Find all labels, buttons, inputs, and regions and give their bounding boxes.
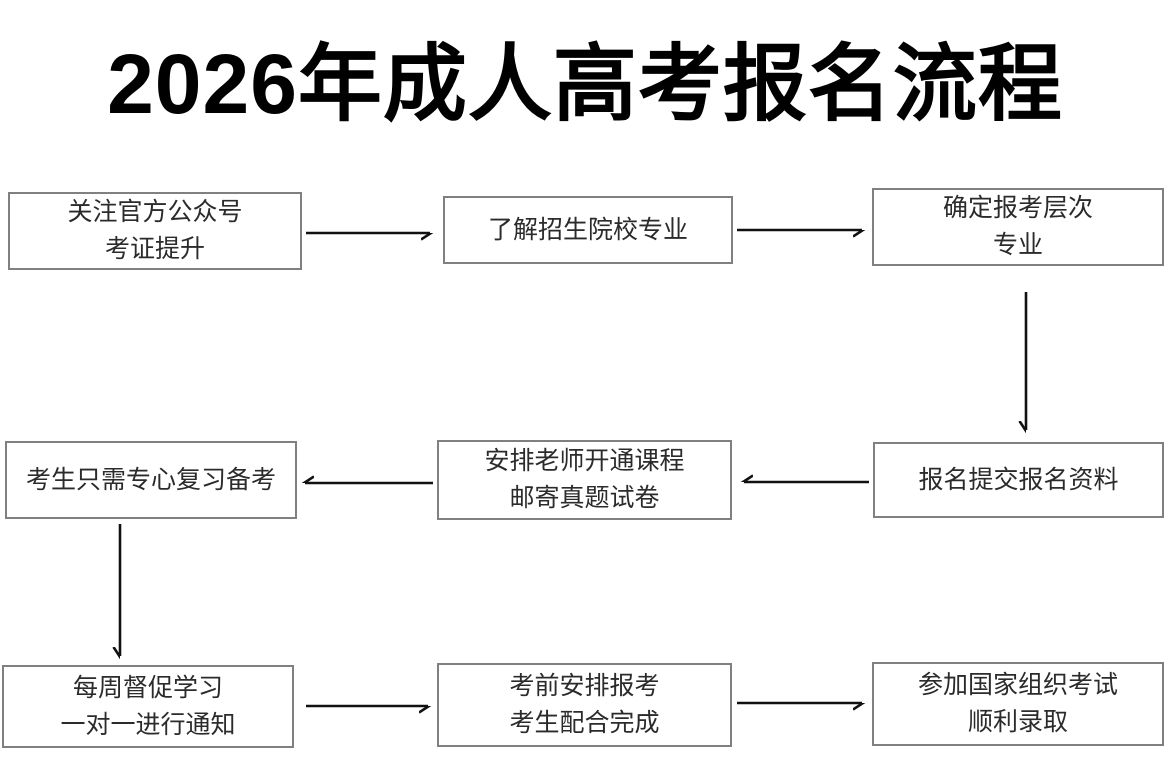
flow-step-focus-on-review: 考生只需专心复习备考: [5, 441, 297, 519]
flow-step-choose-level-major: 确定报考层次 专业: [872, 188, 1164, 266]
node-text-line: 每周督促学习: [72, 673, 223, 702]
page-title: 2026年成人高考报名流程: [107, 37, 1063, 131]
node-text-line: 考生配合完成: [509, 709, 660, 737]
node-text-line: 一对一进行通知: [60, 710, 236, 739]
node-text-line: 确定报考层次: [942, 194, 1093, 222]
flow-step-weekly-supervision: 每周督促学习 一对一进行通知: [2, 665, 294, 748]
node-text-line: 考前安排报考: [509, 672, 660, 700]
node-text-line: 顺利录取: [967, 708, 1068, 736]
flow-step-take-exam-admitted: 参加国家组织考试 顺利录取: [872, 662, 1164, 746]
flow-step-follow-official-account: 关注官方公众号 考证提升: [8, 192, 302, 270]
flow-step-submit-registration: 报名提交报名资料: [873, 442, 1164, 518]
node-text-line: 考生只需专心复习备考: [25, 465, 276, 494]
node-text-line: 考证提升: [104, 235, 205, 263]
flow-step-teacher-opens-course: 安排老师开通课程 邮寄真题试卷: [437, 440, 732, 520]
node-text-line: 邮寄真题试卷: [509, 484, 660, 512]
flow-step-learn-schools-majors: 了解招生院校专业: [443, 196, 733, 264]
node-text-line: 关注官方公众号: [67, 198, 243, 226]
node-text-line: 安排老师开通课程: [484, 447, 685, 475]
node-text-line: 参加国家组织考试: [917, 671, 1118, 699]
node-text-line: 了解招生院校专业: [487, 215, 688, 244]
node-text-line: 报名提交报名资料: [918, 465, 1119, 494]
flow-step-pre-exam-arrangement: 考前安排报考 考生配合完成: [437, 663, 732, 747]
node-text-line: 专业: [992, 231, 1043, 259]
